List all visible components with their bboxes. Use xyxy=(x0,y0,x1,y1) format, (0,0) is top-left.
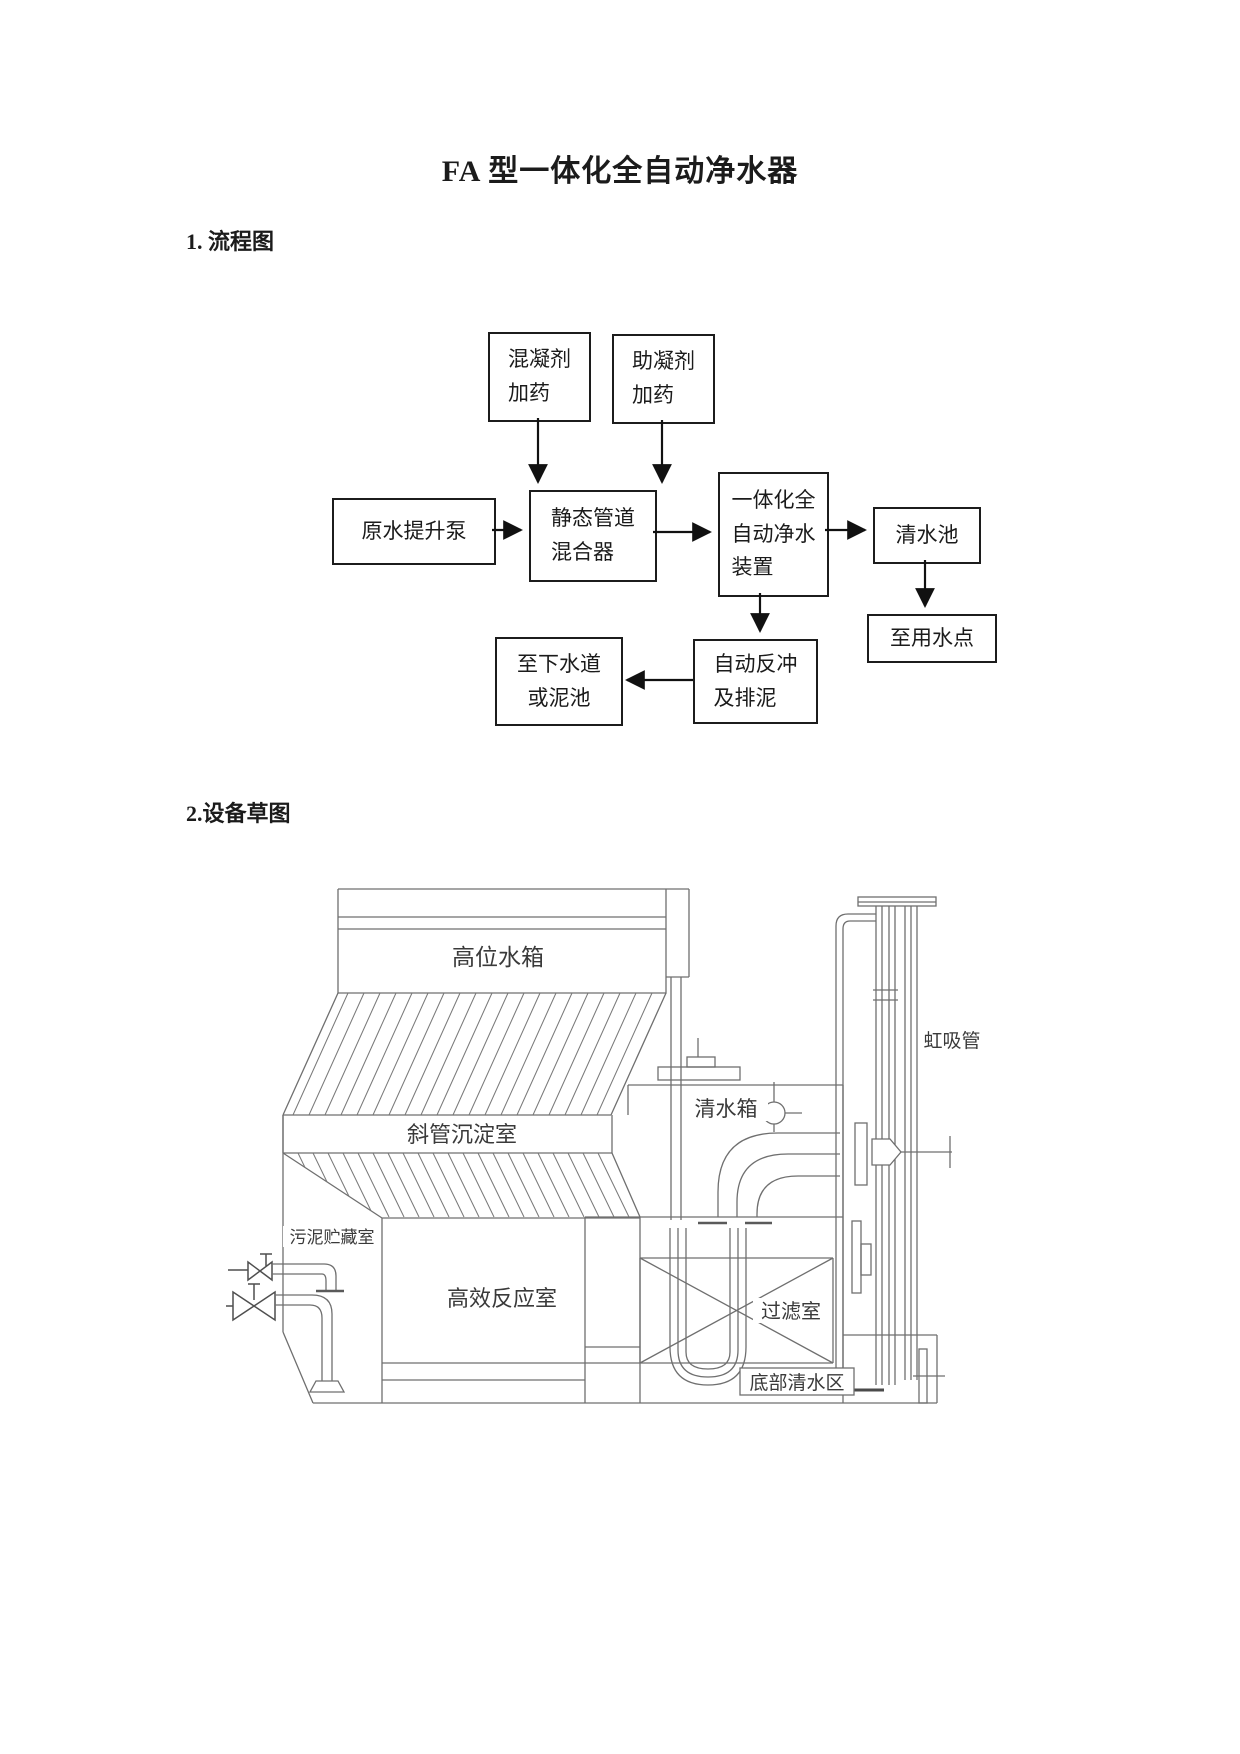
siphon-pipe-drawing xyxy=(834,896,952,1404)
flow-box-clear-water-pool: 清水池 xyxy=(873,507,981,564)
pipe-foot-icon xyxy=(308,1380,346,1393)
flow-box-label: 自动净水 xyxy=(731,521,816,546)
valve-icon xyxy=(258,1260,273,1282)
valve-icon xyxy=(247,1260,262,1282)
flow-box-label: 清水池 xyxy=(895,522,959,547)
page-title: FA 型一体化全自动净水器 xyxy=(441,155,799,188)
label-sludge-storage-chamber: 污泥贮藏室 xyxy=(290,1228,375,1247)
label-high-level-tank: 高位水箱 xyxy=(452,945,544,970)
flow-box-raw-water-pump: 原水提升泵 xyxy=(332,498,496,565)
flow-box-label: 混凝剂 xyxy=(508,347,571,372)
flow-box-auto-backwash-sludge: 自动反冲 及排泥 xyxy=(693,639,818,724)
flow-box-label: 装置 xyxy=(731,555,774,580)
clear-water-tank-drawing xyxy=(698,1082,840,1225)
flow-box-label: 静态管道 xyxy=(551,506,635,531)
lower-hatch-band xyxy=(282,1152,641,1219)
filter-chamber-drawing xyxy=(639,1228,834,1386)
flow-box-coagulant-aid-dosing: 助凝剂 加药 xyxy=(612,334,715,424)
flow-box-label: 原水提升泵 xyxy=(361,518,467,543)
section-heading-flowchart: 1. 流程图 xyxy=(186,229,275,254)
label-bottom-clear-water-zone: 底部清水区 xyxy=(749,1372,844,1394)
flow-box-to-sewer-or-sludge-pool: 至下水道 或泥池 xyxy=(495,637,623,726)
flow-box-label: 混合器 xyxy=(551,540,614,564)
flow-box-label: 至用水点 xyxy=(890,625,974,650)
flow-box-integrated-purifier: 一体化全 自动净水 装置 xyxy=(718,472,829,597)
high-level-tank-drawing xyxy=(337,888,741,1220)
flow-box-coagulant-dosing: 混凝剂 加药 xyxy=(488,332,591,422)
section-heading-equipment-sketch: 2.设备草图 xyxy=(186,801,291,826)
sketch-labels: 高位水箱 斜管沉淀室 清水箱 虹吸管 污泥贮藏室 高效反应室 过滤室 底部清水区 xyxy=(283,945,980,1396)
flow-box-label: 或泥池 xyxy=(527,685,591,710)
flow-box-label: 助凝剂 xyxy=(632,349,695,374)
valve-icon xyxy=(252,1290,276,1322)
label-filter-chamber: 过滤室 xyxy=(761,1300,821,1323)
flow-box-label: 及排泥 xyxy=(713,685,777,710)
tank-shell-drawing xyxy=(282,1084,937,1404)
label-high-efficiency-reaction-chamber: 高效反应室 xyxy=(447,1286,557,1311)
equipment-sketch: 高位水箱 斜管沉淀室 清水箱 虹吸管 污泥贮藏室 高效反应室 过滤室 底部清水区 xyxy=(226,888,980,1404)
outlet-arrow-icon xyxy=(871,1138,902,1166)
flow-box-label: 自动反冲 xyxy=(713,651,798,676)
valve-icon xyxy=(232,1290,256,1322)
label-clear-water-tank: 清水箱 xyxy=(695,1097,758,1121)
flow-box-label: 加药 xyxy=(508,381,550,405)
flow-box-label: 一体化全 xyxy=(731,488,816,513)
sludge-drain-valves-drawing xyxy=(226,1253,346,1393)
label-inclined-tube-settling-chamber: 斜管沉淀室 xyxy=(407,1122,517,1147)
flow-box-static-pipe-mixer: 静态管道 混合器 xyxy=(529,490,657,582)
flow-box-to-water-use-point: 至用水点 xyxy=(867,614,997,663)
flow-box-label: 至下水道 xyxy=(517,651,601,676)
flow-box-label: 加药 xyxy=(632,383,674,407)
upper-hatch-band xyxy=(282,992,667,1116)
label-siphon-pipe: 虹吸管 xyxy=(923,1030,980,1052)
